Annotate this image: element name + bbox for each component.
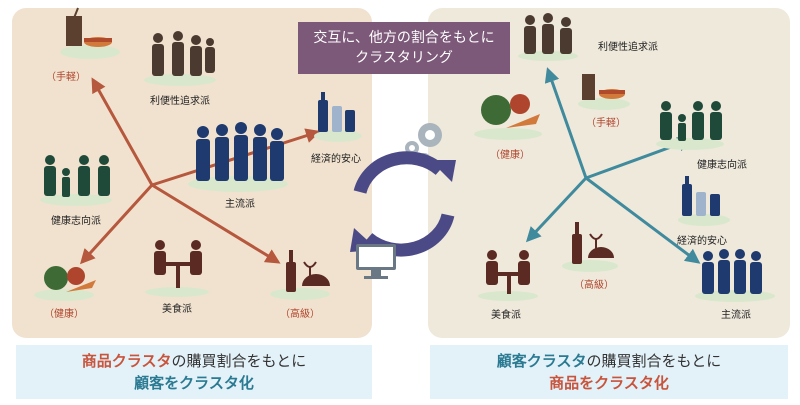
right-label-riben: 利便性追求派: [598, 42, 658, 53]
left-label-koukyu: （高級）: [280, 309, 320, 320]
monitor-icon: [356, 244, 396, 279]
r-convenience-group-icon: [518, 13, 578, 61]
convenience-group-icon: [144, 31, 216, 86]
right-caption-highlight1: 顧客クラスタ: [496, 352, 587, 370]
r-wine-icon: [562, 222, 618, 272]
left-label-riben: 利便性追求派: [150, 96, 210, 107]
dining-icon: [145, 240, 209, 297]
left-caption-highlight1: 商品クラスタ: [81, 352, 172, 370]
diagram-graphics: [34, 7, 775, 302]
banner-line2: クラスタリング: [355, 50, 453, 66]
left-caption-text1: の購買割合をもとに: [171, 352, 307, 370]
left-caption: 商品クラスタの購買割合をもとに 顧客をクラスタ化: [16, 345, 372, 399]
bottles-icon: [314, 92, 362, 142]
left-label-kenko-shiko: 健康志向派: [51, 216, 101, 227]
left-label-teguru: （手軽）: [46, 72, 86, 83]
health-family-icon: [40, 155, 112, 206]
r-fast-food-icon: [578, 74, 630, 110]
left-label-keizai: 経済的安心: [311, 154, 361, 165]
arrow-to-shuryu: [585, 176, 701, 264]
right-label-kenko: （健康）: [490, 150, 530, 161]
r-vegetables-icon: [474, 94, 542, 140]
right-caption-text1: の購買割合をもとに: [586, 352, 722, 370]
vegetables-icon: [34, 266, 96, 301]
right-label-keizai: 経済的安心: [677, 236, 727, 247]
right-caption: 顧客クラスタの購買割合をもとに 商品をクラスタ化: [430, 345, 788, 399]
banner-line1: 交互に、他方の割合をもとに: [313, 30, 495, 46]
left-caption-highlight2: 顧客をクラスタ化: [134, 374, 254, 392]
arrow-to-riben: [544, 67, 588, 179]
wine-icon: [270, 250, 330, 300]
right-label-bishoku: 美食派: [491, 310, 521, 321]
left-label-bishoku: 美食派: [162, 304, 192, 315]
left-label-kenko: （健康）: [44, 309, 84, 320]
right-label-shuryu: 主流派: [721, 310, 751, 321]
r-bottles-icon: [678, 176, 730, 226]
r-health-family-icon: [656, 101, 724, 150]
arrow-to-bishoku: [525, 176, 588, 243]
right-label-teguru: （手軽）: [586, 118, 626, 129]
right-label-koukyu: （高級）: [574, 280, 614, 291]
mainstream-crowd-icon: [188, 122, 288, 192]
arrow-to-kenko: [79, 183, 154, 265]
arrow-to-teguru: [91, 77, 154, 186]
left-arrows: [79, 77, 321, 265]
arrow-to-koukyu: [151, 183, 281, 264]
right-label-kenko-shiko: 健康志向派: [697, 160, 747, 171]
center-banner: 交互に、他方の割合をもとに クラスタリング: [298, 22, 510, 74]
right-caption-highlight2: 商品をクラスタ化: [549, 374, 669, 392]
cycle-arrows-icon: [353, 151, 455, 257]
r-dining-icon: [478, 250, 538, 301]
r-mainstream-crowd-icon: [695, 249, 775, 302]
left-label-shuryu: 主流派: [225, 199, 255, 210]
fast-food-icon: [60, 7, 120, 59]
